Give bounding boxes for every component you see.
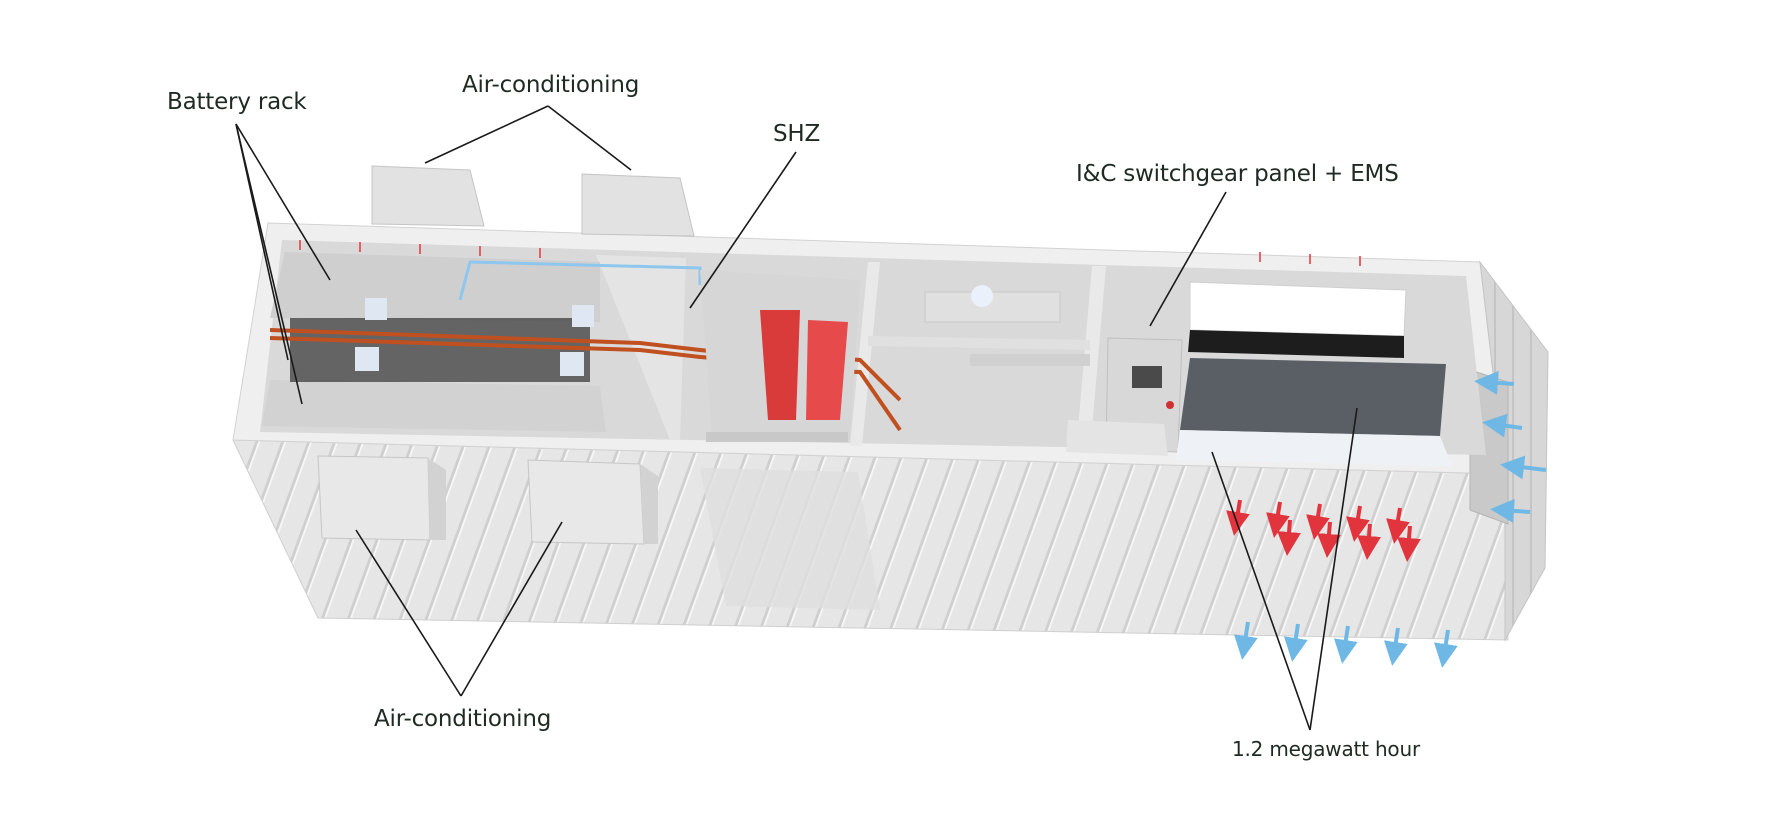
front-air-conditioning-units bbox=[317, 455, 658, 545]
wall-switch-room bbox=[1076, 266, 1106, 452]
wall-mid-partition bbox=[868, 336, 1090, 350]
blue-pipe bbox=[458, 260, 702, 301]
wall-shz-room bbox=[850, 262, 880, 446]
shz-cabinet bbox=[700, 270, 860, 442]
top-air-conditioning-units bbox=[371, 165, 695, 237]
middle-room-equipment bbox=[924, 285, 1090, 366]
front-door-panel bbox=[700, 468, 880, 610]
callout-lines bbox=[235, 105, 1358, 731]
hot-air-arrows bbox=[1226, 499, 1421, 562]
switchgear-panel bbox=[1066, 337, 1183, 456]
label-ic-switchgear-panel-ems: I&C switchgear panel + EMS bbox=[1076, 161, 1399, 187]
label-capacity: 1.2 megawatt hour bbox=[1232, 737, 1420, 761]
cool-air-arrows bbox=[1233, 370, 1547, 668]
energy-unit bbox=[1176, 281, 1452, 466]
wall-battery-room bbox=[596, 255, 686, 440]
rim-vent-marks bbox=[299, 240, 1361, 266]
label-battery-rack: Battery rack bbox=[167, 89, 307, 115]
label-air-conditioning-top: Air-conditioning bbox=[462, 72, 640, 98]
battery-racks bbox=[262, 252, 606, 432]
label-shz: SHZ bbox=[773, 121, 821, 147]
label-air-conditioning-bottom: Air-conditioning bbox=[374, 706, 552, 732]
